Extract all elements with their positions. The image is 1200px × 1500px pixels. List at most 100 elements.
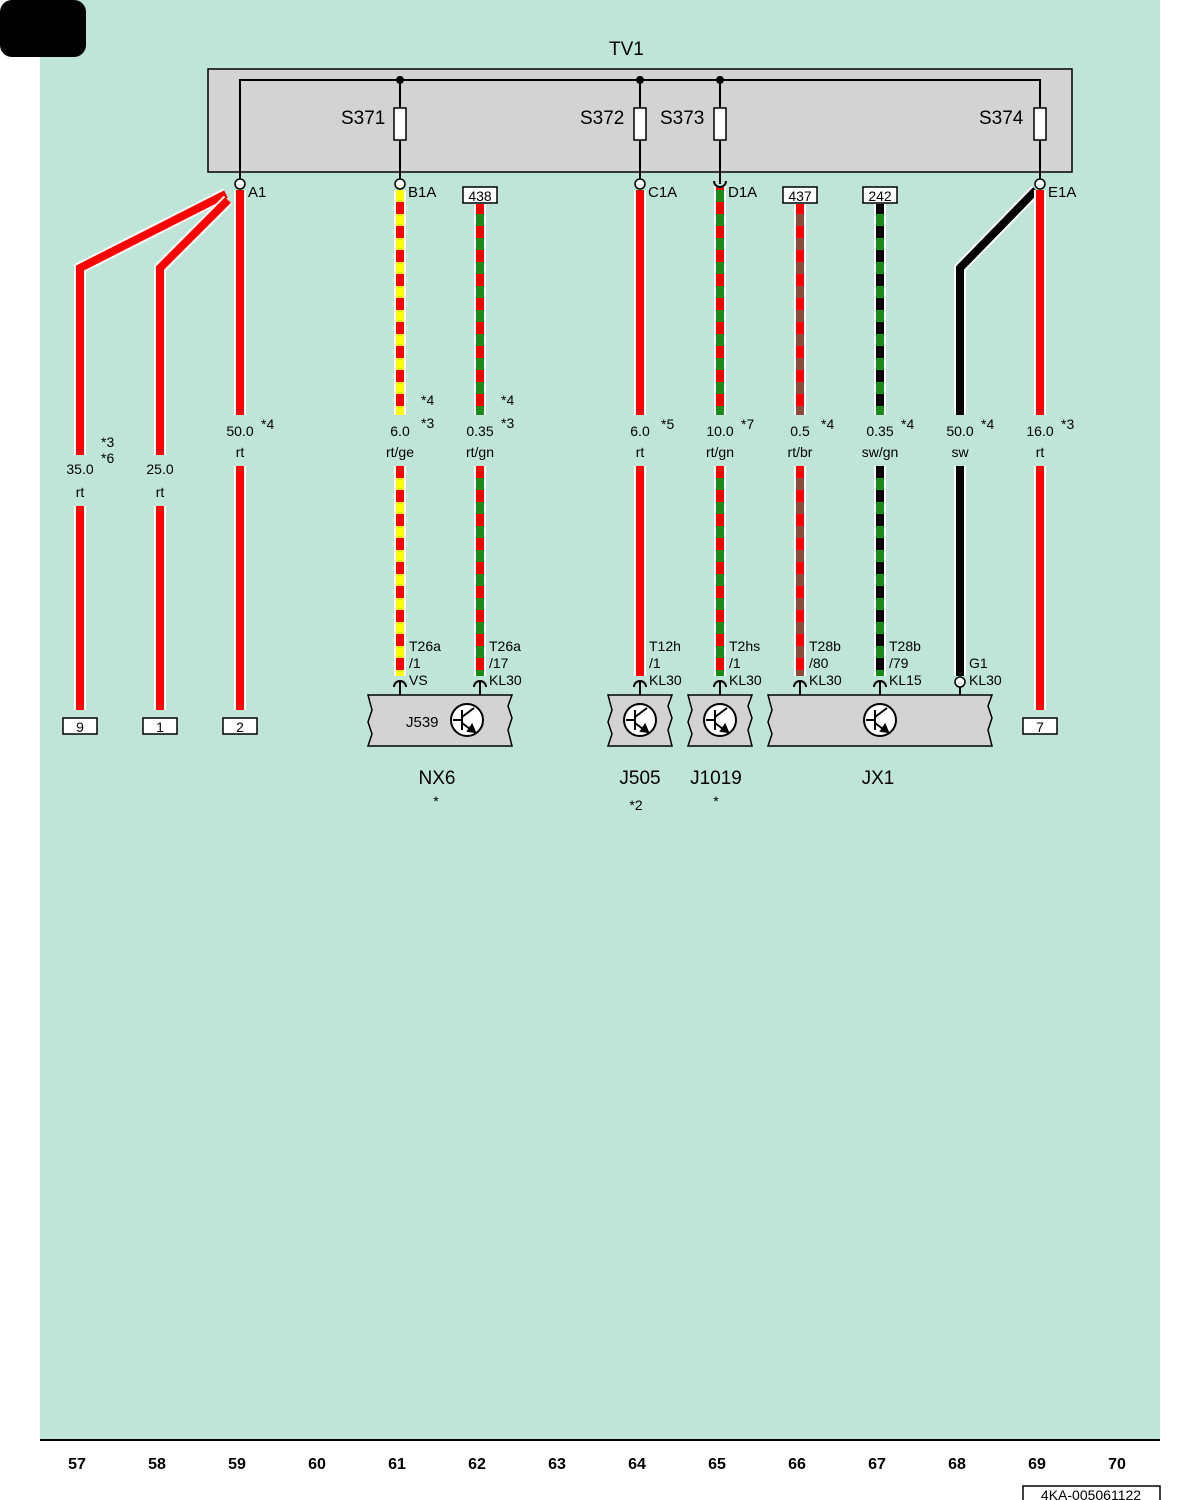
wire-8 — [792, 204, 808, 676]
fuse-label-s372: S372 — [580, 108, 624, 129]
wire-color-code-label: rt/ge — [386, 444, 414, 460]
wire-note-label: *3 — [101, 434, 114, 450]
wire-color-code-label: rt — [636, 444, 645, 460]
wire-label-gap — [472, 415, 488, 466]
wire-note-label: *4 — [261, 416, 274, 432]
wire-size-label: 0.35 — [466, 423, 493, 439]
pin-label-a1: A1 — [248, 184, 266, 201]
connector-label-line: /1 — [729, 655, 741, 671]
pin-label-d1a: D1A — [728, 184, 757, 201]
wire-label-gap — [712, 415, 728, 466]
wire-label-gap — [232, 415, 248, 466]
transistor-symbols — [450, 703, 897, 737]
fuse-label-s374: S374 — [979, 108, 1024, 129]
connector-label-line: KL15 — [889, 672, 922, 688]
wire-5 — [472, 204, 488, 676]
pin-label-b1a: B1A — [408, 184, 436, 201]
track-number: 66 — [788, 1456, 806, 1473]
transistor-circle — [450, 703, 484, 737]
component-terminals — [393, 676, 966, 695]
wire-note-label: *4 — [421, 392, 434, 408]
wire-note-label: *6 — [101, 450, 114, 466]
connector-label-line: T26a — [489, 638, 521, 654]
transistor-symbol — [703, 703, 737, 737]
ref-label-7: 7 — [1036, 719, 1044, 735]
track-number: 64 — [628, 1456, 646, 1473]
wire-color-code-label: rt/gn — [466, 444, 494, 460]
wire-4 — [392, 190, 408, 676]
wire-color-code-label: rt/br — [788, 444, 813, 460]
component-name-jx1: JX1 — [862, 768, 895, 789]
wire-size-label: 10.0 — [706, 423, 733, 439]
wire-note-label: *3 — [1061, 416, 1074, 432]
ref-label-2: 2 — [236, 719, 244, 735]
bus-junctions — [396, 76, 724, 84]
connector-label-line: VS — [409, 672, 428, 688]
wire-label-gap — [392, 415, 408, 466]
track-number: 62 — [468, 1456, 486, 1473]
connector-label-line: G1 — [969, 655, 988, 671]
wire-3 — [232, 190, 248, 710]
transistor-symbol — [863, 703, 897, 737]
transistor-arrow — [466, 722, 477, 734]
wire-note-label: *7 — [741, 416, 754, 432]
wire-size-label: 6.0 — [630, 423, 650, 439]
wire-label-gap — [872, 415, 888, 466]
pin-label-c1a: C1A — [648, 184, 677, 201]
ref-label-9: 9 — [76, 719, 84, 735]
wire-label-gap — [1032, 415, 1048, 466]
reference-boxes — [62, 717, 1058, 735]
wire-note-label: *4 — [821, 416, 834, 432]
wire-note-label: *4 — [901, 416, 914, 432]
pin-terminal-d1a — [713, 180, 727, 188]
wire-note-label: *5 — [661, 416, 674, 432]
wire-color-code-label: rt — [76, 484, 85, 500]
wire-1 — [72, 188, 229, 710]
connector-label-line: /17 — [489, 655, 509, 671]
doc-id-box — [1022, 1485, 1161, 1500]
terminal-socket — [473, 680, 487, 688]
wire-note-label: *3 — [421, 415, 434, 431]
track-number: 65 — [708, 1456, 726, 1473]
track-number: 57 — [68, 1456, 86, 1473]
connector-label-line: T28b — [809, 638, 841, 654]
wire-color-code-label: sw/gn — [862, 444, 899, 460]
transistor-circle — [863, 703, 897, 737]
transistor-collector — [714, 707, 728, 718]
flag-label-242: 242 — [868, 188, 892, 204]
connector-label-line: KL30 — [809, 672, 842, 688]
track-number: 60 — [308, 1456, 326, 1473]
ref-label-1: 1 — [156, 719, 164, 735]
connector-label-line: KL30 — [729, 672, 762, 688]
wire-9 — [872, 204, 888, 676]
connector-label-line: KL30 — [489, 672, 522, 688]
transistor-circle — [703, 703, 737, 737]
terminal-pin — [954, 676, 966, 688]
pin-terminals — [234, 178, 1046, 190]
wire-core — [956, 187, 1039, 676]
wire-label-gap — [792, 415, 808, 466]
wire-label-gap — [632, 415, 648, 466]
terminal-socket — [873, 680, 887, 688]
wires — [72, 185, 1048, 710]
fuse-label-s371: S371 — [341, 108, 385, 129]
wire-10 — [952, 185, 1041, 676]
transistor-circle — [623, 703, 657, 737]
connector-label-line: /80 — [809, 655, 829, 671]
wire-color-code-label: sw — [951, 444, 969, 460]
wire-size-label: 35.0 — [66, 461, 93, 477]
component-box-label-j539: J539 — [406, 714, 439, 731]
connector-label-line: KL30 — [969, 672, 1002, 688]
terminal-socket — [713, 680, 727, 688]
component-name-nx6: NX6 — [419, 768, 456, 789]
component-note-j1019: * — [713, 793, 719, 809]
wire-size-label: 25.0 — [146, 461, 173, 477]
connector-label-line: T12h — [649, 638, 681, 654]
wire-size-label: 50.0 — [226, 423, 253, 439]
wire-core — [156, 197, 231, 710]
track-number: 67 — [868, 1456, 886, 1473]
wire-note-label: *4 — [501, 392, 514, 408]
wire-size-label: 50.0 — [946, 423, 973, 439]
